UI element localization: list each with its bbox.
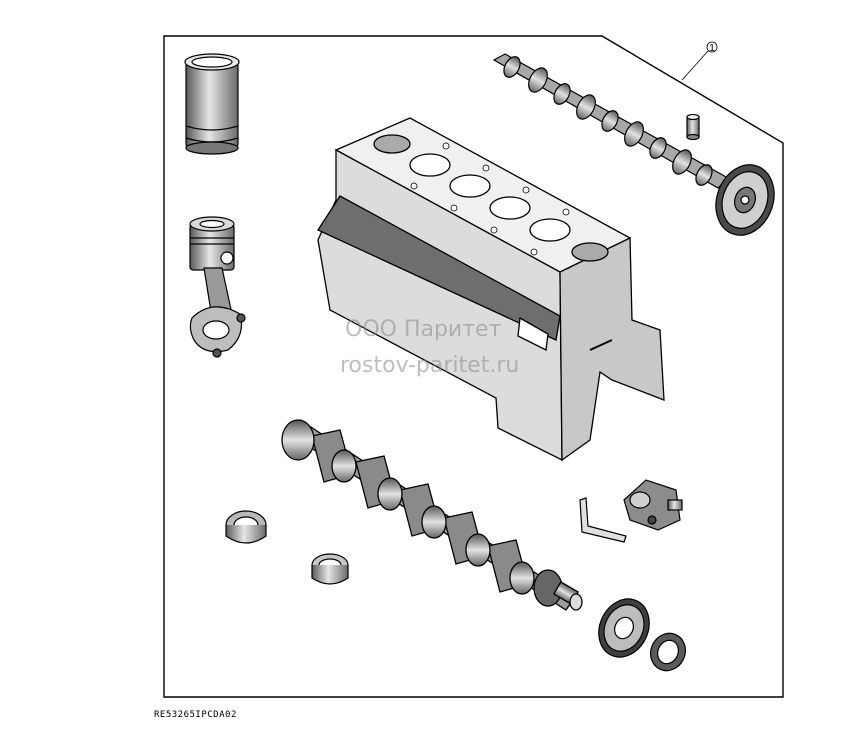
oil-pump-assembly — [579, 479, 683, 543]
crankshaft — [281, 419, 583, 611]
crankshaft-seal — [650, 632, 686, 672]
figure-code: RE53265IPCDA02 — [154, 710, 237, 720]
main-bearing — [311, 553, 349, 585]
watermark-line-2: rostov-paritet.ru — [340, 353, 519, 378]
piston-and-connecting-rod — [189, 216, 246, 358]
callout-1: 1 — [681, 41, 718, 81]
crankshaft-gear — [598, 598, 650, 658]
watermark: ООО Паритет rostov-paritet.ru — [340, 317, 519, 378]
watermark-line-1: ООО Паритет — [345, 317, 502, 342]
kit-boundary-frame — [163, 35, 784, 698]
camshaft — [492, 53, 775, 236]
cylinder-block — [317, 117, 665, 462]
callout-number: 1 — [709, 43, 715, 54]
main-bearing-flanged — [225, 510, 267, 544]
dowel-pin — [686, 113, 700, 141]
cylinder-liner — [184, 53, 240, 155]
